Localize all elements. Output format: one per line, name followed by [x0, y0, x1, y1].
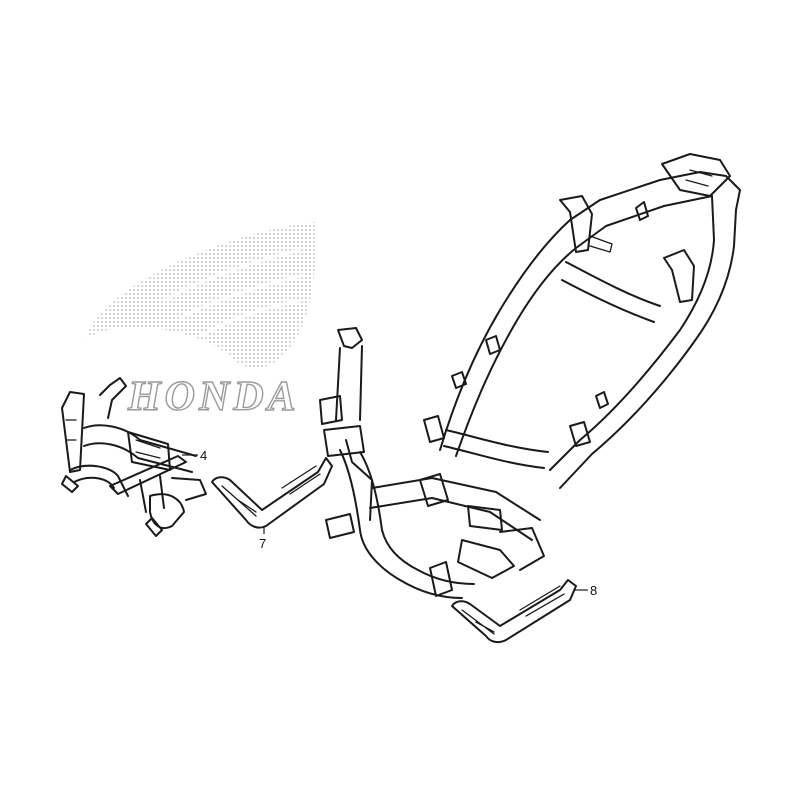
wing-logo-icon [86, 222, 317, 369]
part-4-front-bracket [61, 377, 207, 537]
watermark-brand-text: HONDA [127, 374, 300, 420]
main-frame-body [319, 153, 741, 599]
callout-7: 7 [259, 536, 266, 551]
part-8-step-bracket [451, 579, 577, 644]
part-7-step-bracket [211, 457, 333, 529]
callout-4: 4 [200, 448, 207, 463]
callout-8: 8 [590, 583, 597, 598]
